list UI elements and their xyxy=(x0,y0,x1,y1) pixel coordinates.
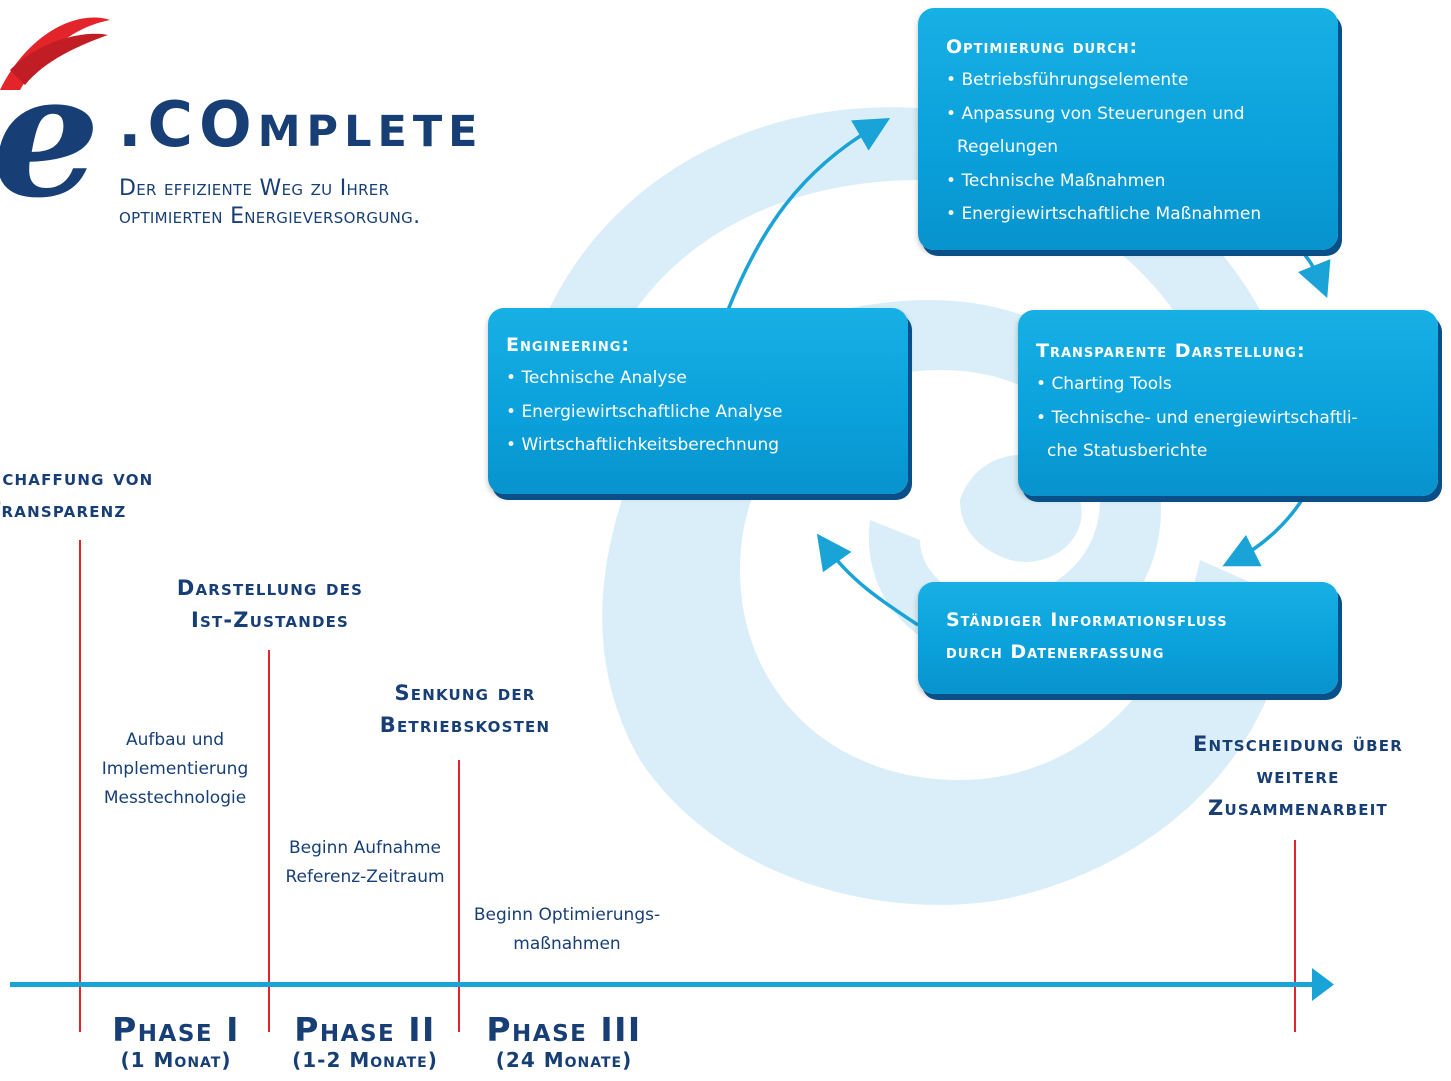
box-optimierung: Optimierung durch: Betriebsführungseleme… xyxy=(918,8,1338,250)
phase-1: Phase I (1 Monat) xyxy=(90,1010,262,1073)
milestone-schaffung-line1: Schaffung von xyxy=(0,466,154,490)
milestone-line-1 xyxy=(79,540,81,1032)
note-beginn-aufnahme-line2: Referenz-Zeitraum xyxy=(285,867,445,887)
note-aufbau: Aufbau und Implementierung Messtechnolog… xyxy=(90,726,260,813)
milestone-senkung-line1: Senkung der xyxy=(394,681,536,705)
arrow-optimierung-to-transparente xyxy=(1297,253,1331,298)
milestone-darstellung: Darstellung des Ist-Zustandes xyxy=(140,572,400,636)
phase-2: Phase II (1-2 Monate) xyxy=(272,1010,458,1073)
logo-tagline-line2: optimierten Energieversorgung. xyxy=(119,204,421,229)
logo-e-icon: e xyxy=(0,17,110,236)
timeline-shaft xyxy=(10,982,1316,987)
milestone-darstellung-line1: Darstellung des xyxy=(176,576,364,600)
milestone-entscheidung-line2: weitere xyxy=(1256,764,1340,788)
milestone-entscheidung: Entscheidung über weitere Zusammenarbeit xyxy=(1158,728,1438,824)
phase-2-name: Phase II xyxy=(294,1010,436,1049)
milestone-line-3 xyxy=(458,760,460,1032)
phase-3-duration: (24 Monate) xyxy=(495,1048,633,1072)
list-item: Regelungen xyxy=(957,137,1059,157)
box-informationsfluss-title: Ständiger Informationsfluss durch Datene… xyxy=(946,604,1310,668)
milestone-darstellung-line2: Ist-Zustandes xyxy=(190,608,350,632)
milestone-senkung-line2: Betriebskosten xyxy=(379,713,551,737)
milestone-line-2 xyxy=(268,650,270,1032)
box-informationsfluss-line1: Ständiger Informationsfluss xyxy=(946,609,1228,631)
logo-tagline: Der effiziente Weg zu Ihrer optimierten … xyxy=(119,175,420,231)
logo-tagline-line1: Der effiziente Weg zu Ihrer xyxy=(119,176,390,201)
box-engineering: Engineering: Technische Analyse Energiew… xyxy=(488,308,908,494)
list-item: Betriebsführungselemente xyxy=(946,64,1310,98)
note-beginn-aufnahme-line1: Beginn Aufnahme xyxy=(289,838,441,858)
box-engineering-title: Engineering: xyxy=(506,334,631,356)
phase-2-duration: (1-2 Monate) xyxy=(292,1048,438,1072)
note-beginn-aufnahme: Beginn Aufnahme Referenz-Zeitraum xyxy=(272,834,458,892)
box-transparente: Transparente Darstellung: Charting Tools… xyxy=(1018,310,1438,496)
note-aufbau-line2: Implementierung xyxy=(101,759,249,779)
milestone-line-4 xyxy=(1294,840,1296,1032)
phase-3: Phase III (24 Monate) xyxy=(474,1010,654,1073)
list-item: Technische Maßnahmen xyxy=(946,165,1310,199)
list-item: Charting Tools xyxy=(1036,368,1418,402)
list-item: che Statusberichte xyxy=(1047,441,1208,461)
list-item: Technische- und energiewirtschaftli- xyxy=(1036,402,1418,436)
milestone-schaffung: Schaffung von Transparenz xyxy=(0,462,153,526)
list-item: Technische Analyse xyxy=(506,362,890,396)
list-item: Wirtschaftlichkeitsberechnung xyxy=(506,429,890,463)
box-engineering-list: Technische Analyse Energiewirtschaftlich… xyxy=(506,362,890,463)
arrow-transparente-to-information xyxy=(1222,494,1307,567)
note-beginn-optimierung-line2: maßnahmen xyxy=(513,934,621,954)
box-optimierung-title: Optimierung durch: xyxy=(946,36,1139,58)
list-item: Energiewirtschaftliche Analyse xyxy=(506,396,890,430)
note-beginn-optimierung-line1: Beginn Optimierungs- xyxy=(473,905,661,925)
milestone-entscheidung-line3: Zusammenarbeit xyxy=(1208,796,1388,820)
phase-1-duration: (1 Monat) xyxy=(120,1048,232,1072)
note-beginn-optimierung: Beginn Optimierungs- maßnahmen xyxy=(460,901,674,959)
phase-3-name: Phase III xyxy=(486,1010,642,1049)
logo-e-letter: e xyxy=(0,36,100,236)
box-informationsfluss-line2: durch Datenerfassung xyxy=(946,641,1165,663)
box-transparente-title: Transparente Darstellung: xyxy=(1036,340,1306,362)
list-item: Energiewirtschaftliche Maßnahmen xyxy=(946,198,1310,232)
arrow-engineering-to-optimierung xyxy=(726,117,891,311)
milestone-entscheidung-line1: Entscheidung über xyxy=(1193,732,1403,756)
note-aufbau-line3: Messtechnologie xyxy=(103,788,247,808)
phase-1-name: Phase I xyxy=(112,1010,240,1049)
box-optimierung-list: Betriebsführungselemente Anpassung von S… xyxy=(946,64,1310,232)
timeline-arrowhead-icon xyxy=(1312,968,1334,1001)
arrow-information-to-engineering xyxy=(816,533,919,627)
logo-wordmark: .COmplete xyxy=(118,88,484,161)
milestone-senkung: Senkung der Betriebskosten xyxy=(340,677,590,741)
timeline-arrow xyxy=(10,968,1334,1001)
box-transparente-list: Charting Tools Technische- und energiewi… xyxy=(1036,368,1418,469)
box-informationsfluss: Ständiger Informationsfluss durch Datene… xyxy=(918,582,1338,694)
list-item: Anpassung von Steuerungen und xyxy=(946,98,1310,132)
note-aufbau-line1: Aufbau und xyxy=(125,730,225,750)
milestone-schaffung-line2: Transparenz xyxy=(0,498,127,522)
